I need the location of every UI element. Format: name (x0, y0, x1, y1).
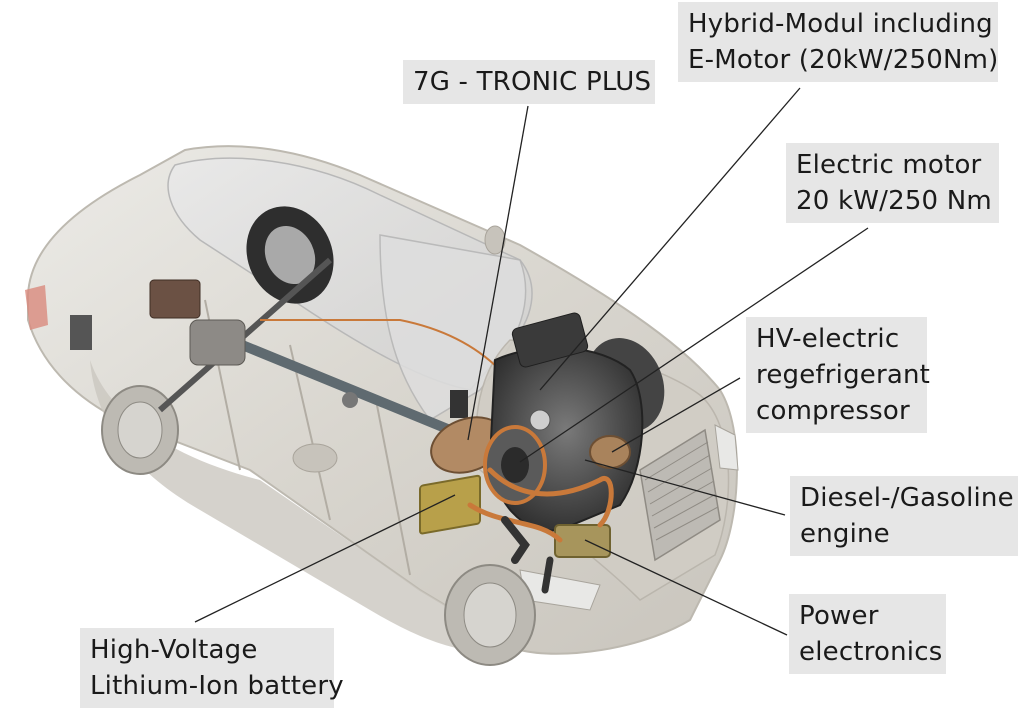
label-transmission: 7G - TRONIC PLUS (403, 60, 655, 104)
label-engine: Diesel-/Gasoline engine (790, 476, 1018, 556)
leader-line-transmission (467, 105, 529, 441)
label-electric-motor: Electric motor 20 kW/250 Nm (786, 143, 999, 223)
leader-line-power-electronics (584, 539, 788, 636)
label-compressor-line2: regefrigerant (756, 360, 931, 390)
label-battery-line1: High-Voltage (90, 635, 258, 665)
leader-line-compressor (611, 377, 741, 453)
label-hybrid-module-line2: E-Motor (20kW/250Nm) (688, 45, 999, 75)
label-battery-line2: Lithium-Ion battery (90, 671, 344, 701)
leader-lines (194, 87, 869, 636)
label-battery: High-Voltage Lithium-Ion battery (80, 628, 344, 708)
engine-bay-components (419, 312, 644, 594)
label-compressor-line3: compressor (756, 396, 910, 426)
label-hybrid-module-line1: Hybrid-Modul including (688, 9, 993, 39)
label-electric-motor-line1: Electric motor (796, 150, 982, 180)
leader-line-electric-motor (519, 227, 869, 463)
drivetrain (70, 257, 501, 435)
label-power-electronics: Power electronics (789, 594, 946, 674)
leader-line-hybrid-module (539, 87, 801, 391)
label-power-electronics-line2: electronics (799, 637, 943, 667)
label-electric-motor-line2: 20 kW/250 Nm (796, 186, 992, 216)
label-hybrid-module: Hybrid-Modul including E-Motor (20kW/250… (678, 2, 998, 82)
label-engine-line1: Diesel-/Gasoline (800, 483, 1014, 513)
label-engine-line2: engine (800, 519, 890, 549)
label-power-electronics-line1: Power (799, 601, 879, 631)
leader-line-battery (194, 494, 456, 623)
label-compressor-line1: HV-electric (756, 324, 900, 354)
label-transmission-line1: 7G - TRONIC PLUS (413, 67, 652, 97)
label-compressor: HV-electric regefrigerant compressor (746, 317, 931, 433)
leader-line-engine (584, 459, 786, 516)
